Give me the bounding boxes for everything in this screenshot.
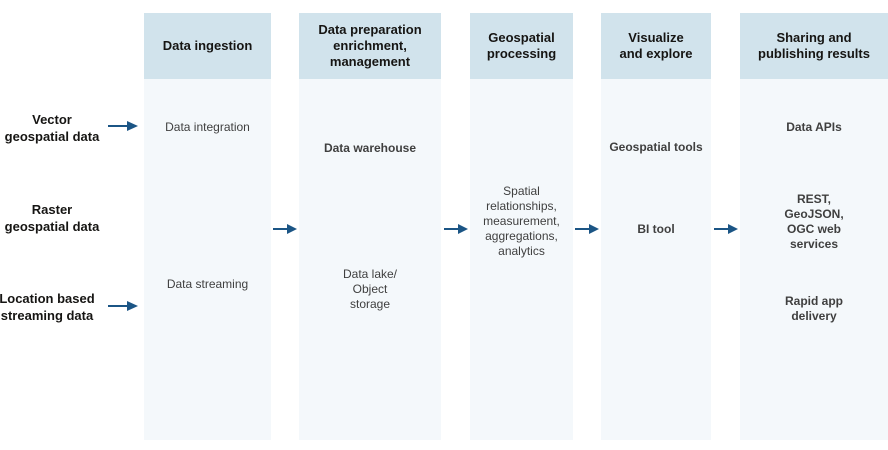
input-location-streaming-data: Location based streaming data (0, 291, 95, 323)
item-data-apis: Data APIs (786, 120, 842, 134)
column-geospatial-processing: Geospatial processing Spatial relationsh… (470, 13, 573, 440)
column-header: Data preparation enrichment, management (299, 13, 441, 79)
column-header: Data ingestion (144, 13, 271, 79)
arrow-icon (444, 224, 468, 234)
item-rest-geojson-ogc: REST, GeoJSON, OGC web services (784, 192, 844, 251)
arrow-icon (714, 224, 738, 234)
column-header: Geospatial processing (470, 13, 573, 79)
column-sharing-publishing: Sharing and publishing results Data APIs… (740, 13, 888, 440)
column-data-ingestion: Data ingestion Data integration Data str… (144, 13, 271, 440)
item-bi-tool: BI tool (637, 222, 675, 236)
item-data-lake: Data lake/ Object storage (342, 267, 398, 311)
item-data-streaming: Data streaming (166, 277, 249, 291)
item-geospatial-tools: Geospatial tools (609, 140, 703, 154)
column-header: Sharing and publishing results (740, 13, 888, 79)
column-header: Visualize and explore (601, 13, 711, 79)
item-data-warehouse: Data warehouse (323, 141, 417, 155)
item-rapid-app-delivery: Rapid app delivery (784, 294, 843, 323)
item-spatial-analytics: Spatial relationships, measurement, aggr… (483, 184, 560, 258)
item-data-integration: Data integration (165, 120, 250, 134)
input-raster-geospatial-data: Raster geospatial data (4, 202, 100, 234)
arrow-icon (575, 224, 599, 234)
column-visualize-explore: Visualize and explore Geospatial tools B… (601, 13, 711, 440)
input-vector-geospatial-data: Vector geospatial data (4, 112, 100, 144)
arrow-icon (273, 224, 297, 234)
arrow-icon (108, 121, 138, 131)
column-data-preparation: Data preparation enrichment, management … (299, 13, 441, 440)
arrow-icon (108, 301, 138, 311)
